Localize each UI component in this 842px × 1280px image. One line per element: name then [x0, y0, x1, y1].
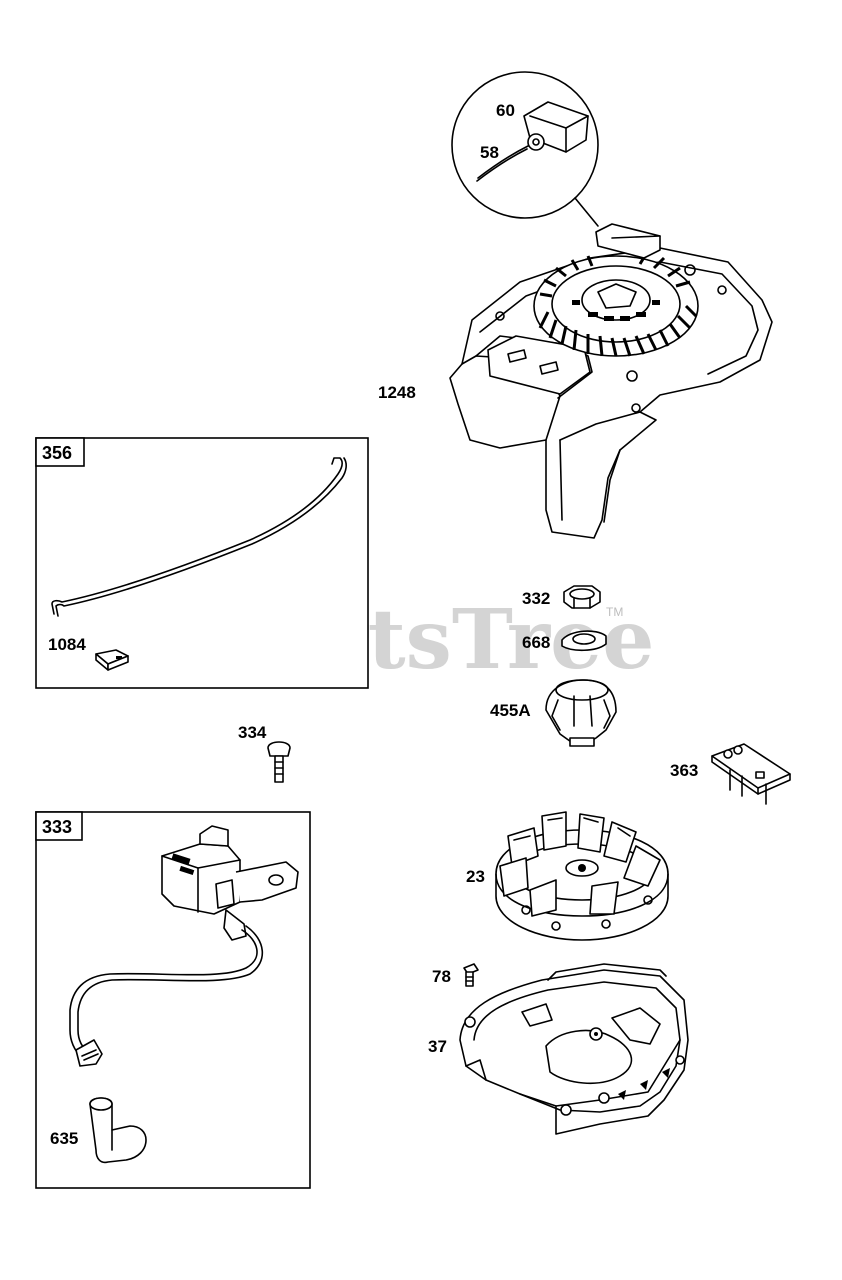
part-668-washer[interactable] — [561, 630, 607, 652]
label-23[interactable]: 23 — [466, 867, 485, 886]
label-1248[interactable]: 1248 — [378, 383, 416, 402]
label-363[interactable]: 363 — [670, 761, 698, 780]
label-60[interactable]: 60 — [496, 101, 515, 120]
rewind-starter-housing[interactable] — [449, 223, 773, 539]
detail-circle-starter-handle[interactable] — [451, 71, 599, 227]
label-1084[interactable]: 1084 — [48, 635, 86, 654]
label-332[interactable]: 332 — [522, 589, 550, 608]
label-37[interactable]: 37 — [428, 1037, 447, 1056]
label-668[interactable]: 668 — [522, 633, 550, 652]
label-635[interactable]: 635 — [50, 1129, 78, 1148]
label-78[interactable]: 78 — [432, 967, 451, 986]
box-333-ignition-armature[interactable] — [35, 811, 311, 1189]
label-455A[interactable]: 455A — [490, 701, 531, 720]
part-334-bolt[interactable] — [267, 741, 291, 783]
label-356[interactable]: 356 — [42, 443, 72, 463]
label-333[interactable]: 333 — [42, 817, 72, 837]
label-334[interactable]: 334 — [238, 723, 267, 742]
part-37-blower-housing[interactable] — [459, 963, 689, 1135]
part-363-bracket[interactable] — [711, 743, 791, 805]
box-356-governor-link[interactable] — [35, 437, 369, 689]
label-58[interactable]: 58 — [480, 143, 499, 162]
part-455A-starter-cup[interactable] — [545, 679, 617, 747]
watermark-trademark: TM — [606, 605, 623, 619]
part-78-screw[interactable] — [463, 963, 479, 987]
part-23-flywheel[interactable] — [495, 811, 669, 941]
part-332-nut[interactable] — [563, 585, 601, 609]
